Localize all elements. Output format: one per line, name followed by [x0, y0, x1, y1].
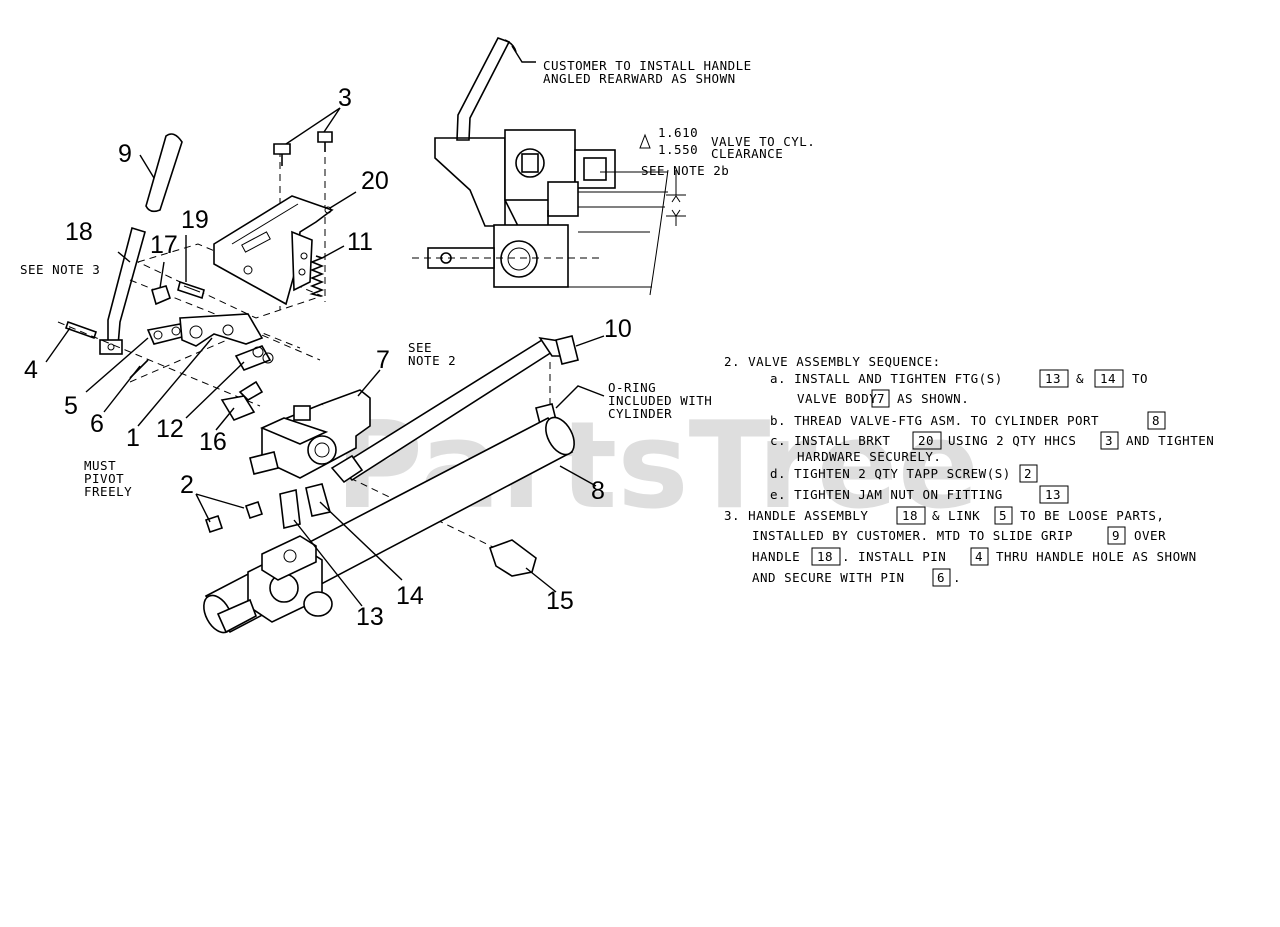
callout-9: 9	[118, 140, 132, 168]
callout-3: 3	[338, 84, 352, 112]
callout-11: 11	[347, 228, 373, 256]
ref-number: 7	[877, 391, 885, 406]
ref-number: 13	[1045, 487, 1061, 502]
customer-note-line2: ANGLED REARWARD AS SHOWN	[543, 71, 736, 86]
see-note-2b: SEE NOTE 2b	[641, 163, 729, 178]
ref-number: 13	[1045, 371, 1061, 386]
must-pivot-line1: MUST	[84, 458, 116, 473]
oring-line1: O-RING	[608, 380, 656, 395]
dim-upper: 1.610	[658, 125, 698, 140]
callout-4: 4	[24, 356, 38, 384]
note-3-line2b: OVER	[1134, 528, 1166, 543]
callout-13: 13	[356, 603, 384, 631]
note-2-title: 2. VALVE ASSEMBLY SEQUENCE:	[724, 354, 941, 369]
callout-14: 14	[396, 582, 424, 610]
ref-number: 6	[937, 570, 945, 585]
dim-lower: 1.550	[658, 142, 698, 157]
ref-box	[1019, 464, 1038, 483]
ref-number: 2	[1024, 466, 1032, 481]
ref-number: 18	[817, 549, 833, 564]
see-note-2-line2: NOTE 2	[408, 353, 456, 368]
callout-17: 17	[150, 231, 178, 259]
see-note-2-line1: SEE	[408, 340, 432, 355]
ref-box	[1094, 369, 1124, 388]
ref-box	[912, 431, 942, 450]
note-3-line1b: & LINK	[932, 508, 980, 523]
ref-number: 14	[1100, 371, 1116, 386]
note-2c-line2: HARDWARE SECURELY.	[797, 449, 941, 464]
ref-number: 8	[1152, 413, 1160, 428]
must-pivot-line3: FREELY	[84, 484, 132, 499]
note-2c-end: AND TIGHTEN	[1126, 433, 1214, 448]
note-3-line3c: THRU HANDLE HOLE AS SHOWN	[996, 549, 1197, 564]
ref-number: 20	[918, 433, 934, 448]
ref-number: 9	[1112, 528, 1120, 543]
note-2a-line1: a. INSTALL AND TIGHTEN FTG(S)	[770, 371, 1003, 386]
see-note-3: SEE NOTE 3	[20, 262, 100, 277]
callout-5: 5	[64, 392, 78, 420]
note-2a-to: TO	[1132, 371, 1148, 386]
note-2b: b. THREAD VALVE-FTG ASM. TO CYLINDER POR…	[770, 413, 1099, 428]
note-2d: d. TIGHTEN 2 QTY TAPP SCREW(S)	[770, 466, 1011, 481]
ref-box	[1039, 369, 1069, 388]
oring-line2: INCLUDED WITH	[608, 393, 712, 408]
dim-text-line1: VALVE TO CYL.	[711, 134, 815, 149]
note-3-line4b: .	[953, 570, 961, 585]
note-3-line3b: . INSTALL PIN	[842, 549, 946, 564]
ref-box	[1100, 431, 1119, 450]
callout-7: 7	[376, 346, 390, 374]
ref-number: 4	[975, 549, 983, 564]
dim-text-line2: CLEARANCE	[711, 146, 783, 161]
ref-box	[1039, 485, 1069, 504]
note-3-line3: HANDLE	[752, 549, 800, 564]
customer-note-line1: CUSTOMER TO INSTALL HANDLE	[543, 58, 752, 73]
ref-box	[1107, 526, 1126, 545]
callout-18: 18	[65, 218, 93, 246]
callout-6: 6	[90, 410, 104, 438]
callout-12: 12	[156, 415, 184, 443]
ref-number: 18	[902, 508, 918, 523]
callout-1: 1	[126, 424, 140, 452]
note-3-line2: INSTALLED BY CUSTOMER. MTD TO SLIDE GRIP	[752, 528, 1073, 543]
callout-8: 8	[591, 477, 605, 505]
note-3-line1c: TO BE LOOSE PARTS,	[1020, 508, 1164, 523]
callout-15: 15	[546, 587, 574, 615]
note-3-line1: 3. HANDLE ASSEMBLY	[724, 508, 868, 523]
note-2a-amp: &	[1076, 371, 1084, 386]
ref-box	[994, 506, 1013, 525]
note-2e: e. TIGHTEN JAM NUT ON FITTING	[770, 487, 1003, 502]
note-2a-line2b: AS SHOWN.	[897, 391, 969, 406]
note-2a-line2: VALVE BODY	[797, 391, 877, 406]
callout-2: 2	[180, 471, 194, 499]
ref-box	[1147, 411, 1166, 430]
ref-box	[896, 506, 926, 525]
callout-19: 19	[181, 206, 209, 234]
ref-number: 3	[1105, 433, 1113, 448]
note-2c-line1: c. INSTALL BRKT	[770, 433, 890, 448]
oring-line3: CYLINDER	[608, 406, 672, 421]
ref-number: 5	[999, 508, 1007, 523]
ref-box	[970, 547, 989, 566]
ref-box	[871, 389, 890, 408]
note-2c-mid: USING 2 QTY HHCS	[948, 433, 1076, 448]
exploded-view	[45, 107, 605, 634]
note-3-line4: AND SECURE WITH PIN	[752, 570, 905, 585]
callout-10: 10	[604, 315, 632, 343]
ref-box	[932, 568, 951, 587]
inset-valve-detail	[412, 37, 686, 296]
assembly-notes: 2. VALVE ASSEMBLY SEQUENCE: a. INSTALL A…	[724, 354, 1214, 587]
callout-16: 16	[199, 428, 227, 456]
ref-box	[811, 547, 841, 566]
must-pivot-line2: PIVOT	[84, 471, 124, 486]
callout-20: 20	[361, 167, 389, 195]
